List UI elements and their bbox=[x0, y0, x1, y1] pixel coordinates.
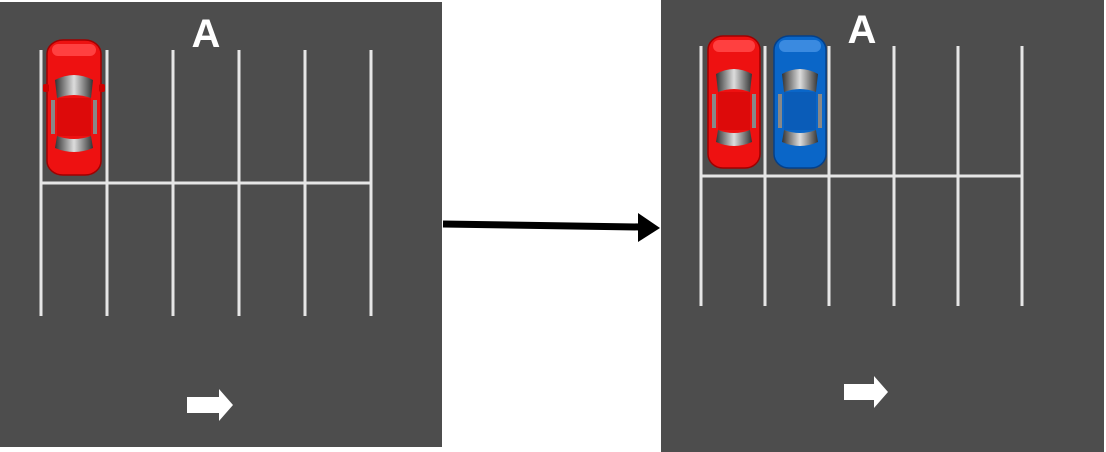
road-arrow-before bbox=[187, 389, 233, 421]
transition-arrow bbox=[442, 213, 660, 242]
blue-car-after bbox=[773, 35, 827, 169]
road-arrow-after bbox=[844, 376, 888, 408]
red-car-before bbox=[43, 39, 105, 176]
stall-lines-before bbox=[39, 50, 373, 316]
red-car-after bbox=[707, 35, 761, 169]
lot-label-before: A bbox=[191, 12, 221, 56]
stall-lines-after bbox=[699, 46, 1024, 306]
lot-label-after: A bbox=[847, 8, 877, 52]
